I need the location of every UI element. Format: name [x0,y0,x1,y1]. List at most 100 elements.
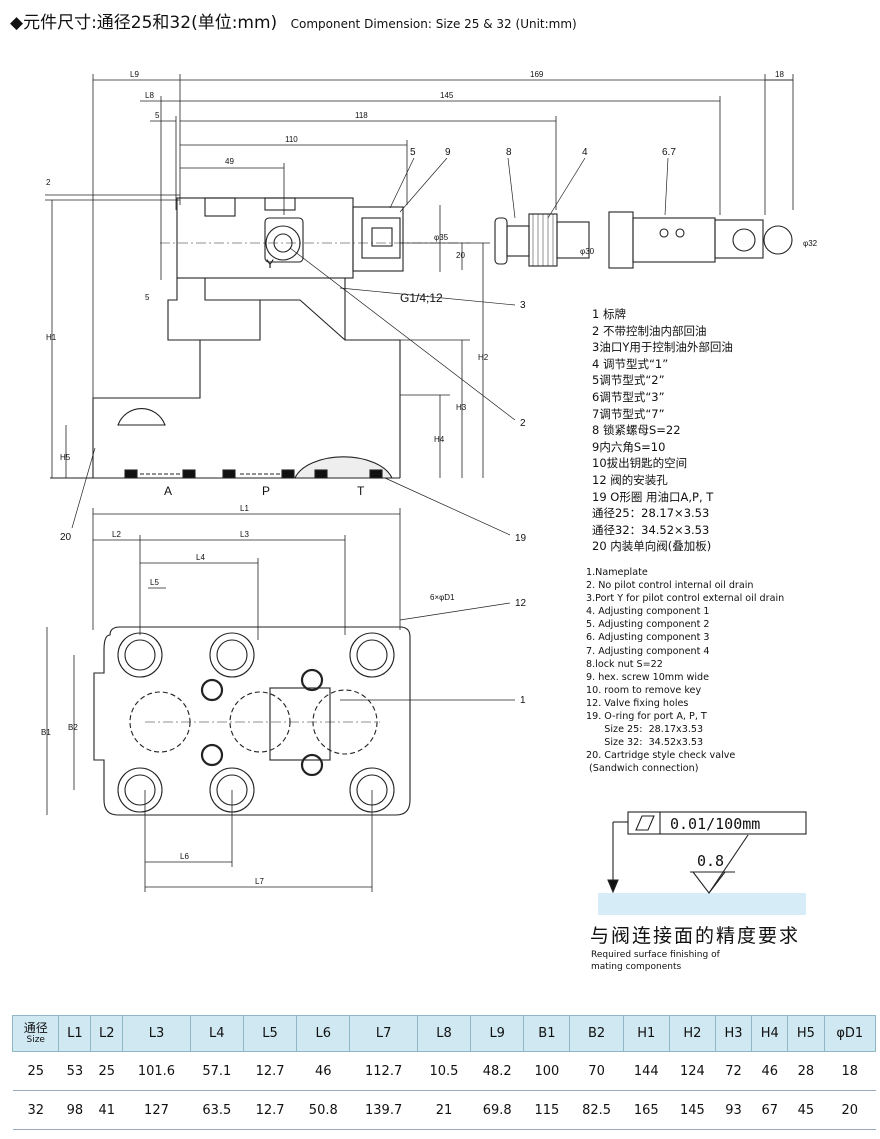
callout-numbers: 5 9 8 4 6.7 3 2 20 19 12 1 [60,147,676,706]
callout-9: 9 [445,147,451,158]
legend-en-item: 2. No pilot control internal oil drain [586,580,754,592]
table-cell: 45 [787,1090,825,1130]
table-row: 25 53 25 101.6 57.1 12.7 46 112.7 10.5 4… [12,1051,876,1091]
legend-cn-item: 8 锁紧螺母S=22 [592,423,681,438]
table-cell: 10.5 [417,1051,471,1091]
dimension-table: 通径 Size L1 L2 L3 L4 L5 L6 L7 L8 L9 B1 B2… [11,1015,877,1130]
legend-cn-item: 5调节型式“2” [592,373,665,388]
dim-L3: L3 [240,530,249,539]
column-header: H4 [751,1015,789,1052]
callout-1: 1 [520,695,526,706]
column-header: L2 [90,1015,124,1052]
plan-labels: L1 L2 L3 L4 L5 L6 L7 B1 B2 6×φD1 [41,504,455,886]
legend-cn-item: 20 内装单向阀(叠加板) [592,539,712,554]
table-cell: 63.5 [190,1090,244,1130]
dim-49: 49 [225,157,234,166]
table-cell: 82.5 [569,1090,624,1130]
legend-en-item: 20. Cartridge style check valve [586,750,736,762]
adjuster-labels: φ30 φ32 [580,239,818,256]
height-labels: 2 H1 H2 H3 H4 H5 φ35 20 5 [46,178,489,462]
leader-lines [71,157,669,701]
legend-en-item: Size 32: 34.52x3.53 [586,737,704,749]
legend-cn-item: 通径32：34.52×3.53 [592,522,710,537]
dim-169: 169 [530,70,544,79]
column-header: L7 [349,1015,418,1052]
dim-5-side: 5 [145,293,150,302]
table-cell: 100 [523,1051,570,1091]
port-P: P [262,484,270,498]
legend-en-item: 6. Adjusting component 3 [586,632,710,644]
legend-cn-item: 7调节型式“7” [592,406,665,421]
table-cell: 57.1 [190,1051,244,1091]
legend-cn-item: 6调节型式“3” [592,389,665,404]
dim-L5: L5 [150,578,159,587]
flatness-value: 0.01/100mm [670,815,760,833]
legend-en-item: 5. Adjusting component 2 [586,619,710,631]
column-header: L3 [122,1015,191,1052]
legend-cn-item: 通径25：28.17×3.53 [592,506,710,521]
port-A: A [164,484,172,498]
dim-phi32: φ32 [803,239,818,248]
dim-L4: L4 [196,553,205,562]
legend-english: 1.Nameplate 2. No pilot control internal… [586,566,784,776]
column-header: H2 [668,1015,716,1052]
thread-label: G1/4;12 [400,291,443,305]
dim-L2: L2 [112,530,121,539]
holes-label: 6×φD1 [430,593,455,602]
finish-label-en-line: mating components [591,962,682,972]
table-cell: 98 [58,1090,91,1130]
adjuster-components [494,211,793,269]
dim-20: 20 [456,251,465,260]
table-cell: 112.7 [349,1051,418,1091]
table-cell: 46 [296,1051,350,1091]
callout-5: 5 [410,147,416,158]
callout-2: 2 [520,418,526,429]
dim-phi30: φ30 [580,247,595,256]
table-cell: 72 [715,1051,752,1091]
dim-H5: H5 [60,453,71,462]
dim-5: 5 [155,111,160,120]
legend-cn-item: 1 标牌 [592,307,626,321]
plan-view [93,626,411,816]
table-cell: 145 [669,1090,716,1130]
table-cell: 69.8 [470,1090,524,1130]
table-cell: 12.7 [243,1051,297,1091]
column-header: L9 [470,1015,525,1052]
dim-H3: H3 [456,403,467,412]
top-dimensions [92,74,794,420]
dim-L6: L6 [180,852,189,861]
table-cell: 127 [122,1090,191,1130]
table-cell: 50.8 [296,1090,350,1130]
dim-2: 2 [46,178,51,187]
table-cell: 25 [90,1051,123,1091]
dim-118: 118 [355,111,368,120]
table-cell: 25 [12,1051,59,1091]
top-dimension-labels: L9 169 18 L8 145 5 118 110 49 [130,70,784,166]
column-header: B2 [569,1015,624,1052]
table-cell: 46 [751,1051,788,1091]
dim-H2: H2 [478,353,489,362]
legend-en-item: 10. room to remove key [586,684,702,696]
legend-cn-item: 9内六角S=10 [592,439,666,454]
column-header: H5 [787,1015,825,1052]
legend-cn-item: 3油口Y用于控制油外部回油 [592,340,733,355]
side-elevation-view [45,194,470,479]
dim-B2: B2 [68,723,78,732]
legend-cn-item: 4 调节型式“1” [592,356,669,371]
surface-finish-text: 0.01/100mm 0.8 [670,815,760,870]
height-dimensions [51,200,490,478]
dim-phi35: φ35 [434,233,449,242]
table-cell: 124 [669,1051,716,1091]
table-cell: 93 [715,1090,752,1130]
legend-en-item: 12. Valve fixing holes [586,697,689,709]
finish-label-en-line: Required surface finishing of [591,950,720,960]
legend-chinese: 1 标牌 2 不带控制油内部回油 3油口Y用于控制油外部回油 4 调节型式“1”… [592,306,733,555]
column-header: φD1 [823,1015,877,1052]
table-cell: 53 [58,1051,91,1091]
legend-en-item: Size 25: 28.17x3.53 [586,724,704,736]
column-header: L1 [58,1015,92,1052]
legend-en-item: 8.lock nut S=22 [586,658,663,670]
legend-cn-item: 12 阀的安装孔 [592,472,668,487]
table-cell: 32 [12,1090,59,1130]
table-cell: 12.7 [243,1090,297,1130]
